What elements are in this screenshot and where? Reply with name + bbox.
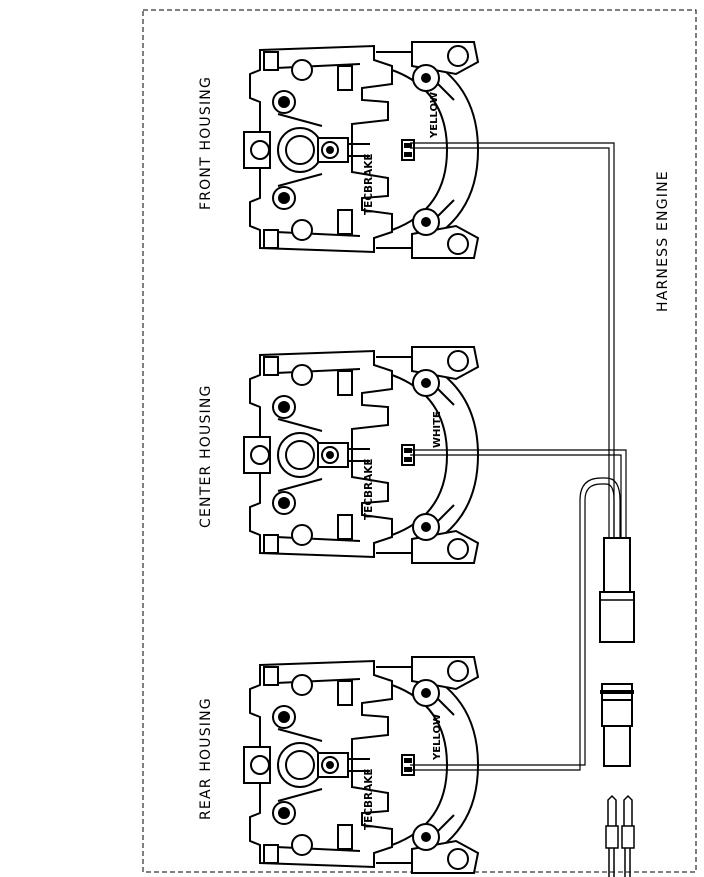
brand-label-rear: TECBRAKE	[363, 768, 375, 830]
mating-plug	[600, 683, 634, 767]
terminal-pins	[605, 794, 635, 877]
wire-rear	[410, 477, 621, 771]
front-housing-drawing	[243, 41, 479, 259]
center-housing-label: CENTER HOUSING	[198, 384, 214, 528]
brand-label-front: TECBRAKE	[363, 153, 375, 215]
harness-connector	[599, 537, 635, 643]
front-housing-label: FRONT HOUSING	[198, 76, 214, 210]
rear-housing-label: REAR HOUSING	[198, 697, 214, 820]
rear-wire-color-label: YELLOW	[432, 714, 443, 761]
wire-front	[410, 142, 615, 540]
brand-label-center: TECBRAKE	[363, 458, 375, 520]
wire-center	[410, 449, 627, 540]
harness-engine-label: HARNESS ENGINE	[655, 170, 671, 312]
front-wire-color-label: YELLOW	[429, 92, 440, 139]
center-wire-color-label: WHITE	[432, 411, 443, 448]
